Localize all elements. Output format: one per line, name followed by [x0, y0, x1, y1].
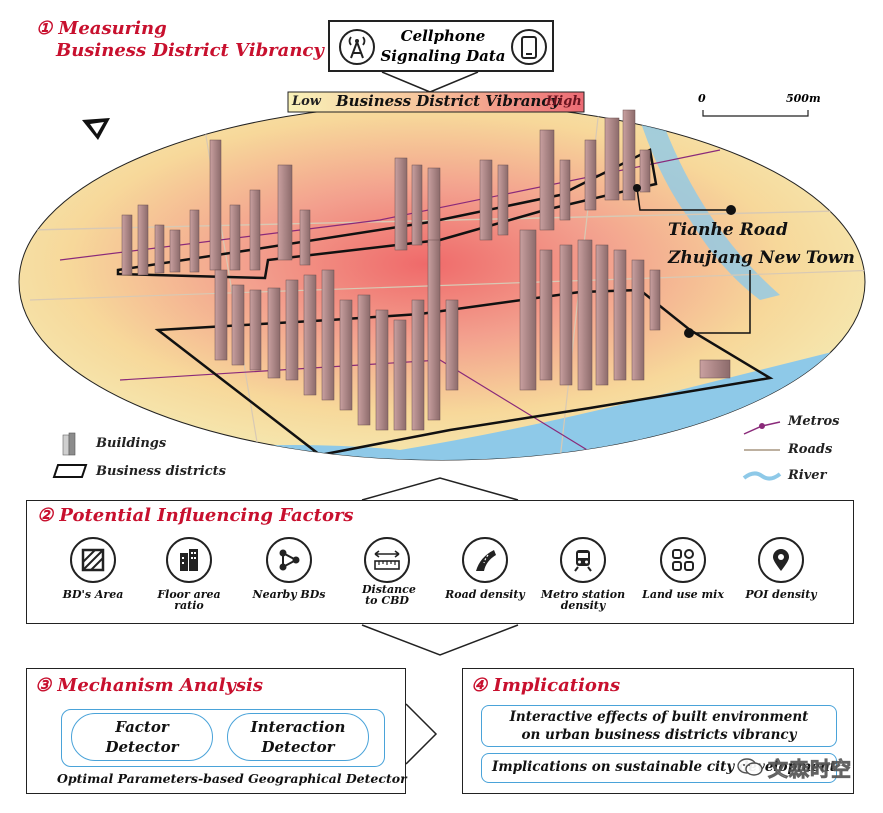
business-district-legend-icon [52, 464, 88, 478]
section1-title-line1: Measuring [58, 18, 167, 39]
legend-buildings: Buildings [96, 436, 167, 451]
data-source-line1: Cellphone [400, 27, 486, 45]
legend-river: River [788, 468, 827, 483]
factor-road-density: Road density [439, 537, 531, 600]
factor-land-use-mix: Land use mix [637, 537, 729, 600]
pin-icon [773, 549, 789, 571]
legend-business-districts: Business districts [96, 464, 226, 479]
factor-nearby-bds: Nearby BDs [243, 537, 335, 600]
interaction-detector-line2: Detector [261, 738, 335, 756]
road-icon [476, 550, 496, 571]
implication-interactive-effects: Interactive effects of built environment… [481, 705, 837, 747]
section2-title-text: Potential Influencing Factors [59, 505, 354, 526]
factor-distance-to-cbd-label: Distance to CBD [362, 583, 416, 607]
wechat-icon [737, 758, 763, 776]
factor-floor-area-ratio-label: Floor area ratio [157, 588, 221, 612]
factor-road-density-label: Road density [445, 588, 525, 601]
factor-metro-station-density: Metro station density [537, 537, 629, 611]
factor-land-use-mix-label: Land use mix [642, 588, 724, 601]
legend-metros: Metros [788, 414, 840, 429]
building-icon [180, 549, 198, 571]
section4-number: ④ [471, 675, 488, 696]
vibrancy-high-label: High [546, 94, 582, 109]
area-icon [81, 548, 105, 572]
ruler-icon [374, 550, 400, 570]
vibrancy-low-label: Low [292, 94, 322, 109]
train-icon [574, 550, 592, 572]
factor-detector-line1: Factor [115, 718, 169, 736]
implication-1-line1: Interactive effects of built environment [509, 709, 809, 725]
factor-bd-area-label: BD's Area [62, 588, 124, 601]
detector-group [61, 709, 385, 767]
data-source-line2: Signaling Data [380, 47, 506, 65]
mechanism-panel: ③ Mechanism Analysis Factor Detector Int… [26, 668, 407, 794]
buildings-legend-icon [62, 432, 76, 456]
section4-title-text: Implications [493, 675, 621, 696]
section3-title: ③ Mechanism Analysis [35, 675, 263, 696]
factor-poi-density: POI density [735, 537, 827, 600]
watermark-text: 文森时空 [768, 756, 852, 781]
interaction-detector-line1: Interaction [250, 718, 346, 736]
section1-number: ① [36, 18, 53, 39]
roads-legend-icon [744, 449, 780, 451]
watermark: 文森时空 [736, 752, 852, 782]
factor-detector-line2: Detector [105, 738, 179, 756]
section1-title: ① Measuring Business District Vibrancy [36, 18, 324, 62]
cell-tower-icon [339, 29, 375, 65]
section3-number: ③ [35, 675, 52, 696]
vibrancy-scale-title: Business District Vibrancy [336, 92, 560, 110]
data-source-box: Cellphone Signaling Data [328, 20, 554, 72]
map-to-factors-arrow [361, 477, 519, 501]
district-label-tianhe: Tianhe Road [668, 220, 788, 240]
factors-to-analysis-arrow [361, 624, 519, 656]
section2-number: ② [37, 505, 54, 526]
cellphone-icon [511, 29, 547, 65]
factor-bd-area: BD's Area [47, 537, 139, 600]
factor-distance-to-cbd: Distance to CBD [341, 537, 433, 606]
interaction-detector: Interaction Detector [227, 713, 369, 761]
grid-icon [672, 549, 694, 571]
city-map [18, 91, 866, 461]
scale-bar-end: 500m [786, 92, 821, 105]
implications-panel: ④ Implications Interactive effects of bu… [462, 668, 854, 794]
implication-1-line2: on urban business districts vibrancy [521, 727, 797, 743]
section2-title: ② Potential Influencing Factors [37, 505, 354, 526]
district-label-zhujiang: Zhujiang New Town [668, 248, 855, 268]
detector-caption: Optimal Parameters-based Geographical De… [57, 771, 407, 786]
metros-legend-icon [743, 421, 781, 435]
analysis-to-implications-arrow [405, 703, 438, 765]
river-legend-icon [742, 471, 782, 481]
legend-roads: Roads [788, 442, 833, 457]
factor-detector: Factor Detector [71, 713, 213, 761]
factor-nearby-bds-label: Nearby BDs [252, 588, 326, 601]
section3-title-text: Mechanism Analysis [57, 675, 263, 696]
section4-title: ④ Implications [471, 675, 620, 696]
factors-panel: ② Potential Influencing Factors BD's Are… [26, 500, 854, 624]
network-icon [279, 549, 300, 571]
section1-title-line2: Business District Vibrancy [56, 40, 324, 61]
scale-bar-start: 0 [698, 92, 706, 105]
factor-metro-station-density-label: Metro station density [540, 588, 626, 612]
factor-floor-area-ratio: Floor area ratio [143, 537, 235, 611]
factor-poi-density-label: POI density [745, 588, 817, 601]
